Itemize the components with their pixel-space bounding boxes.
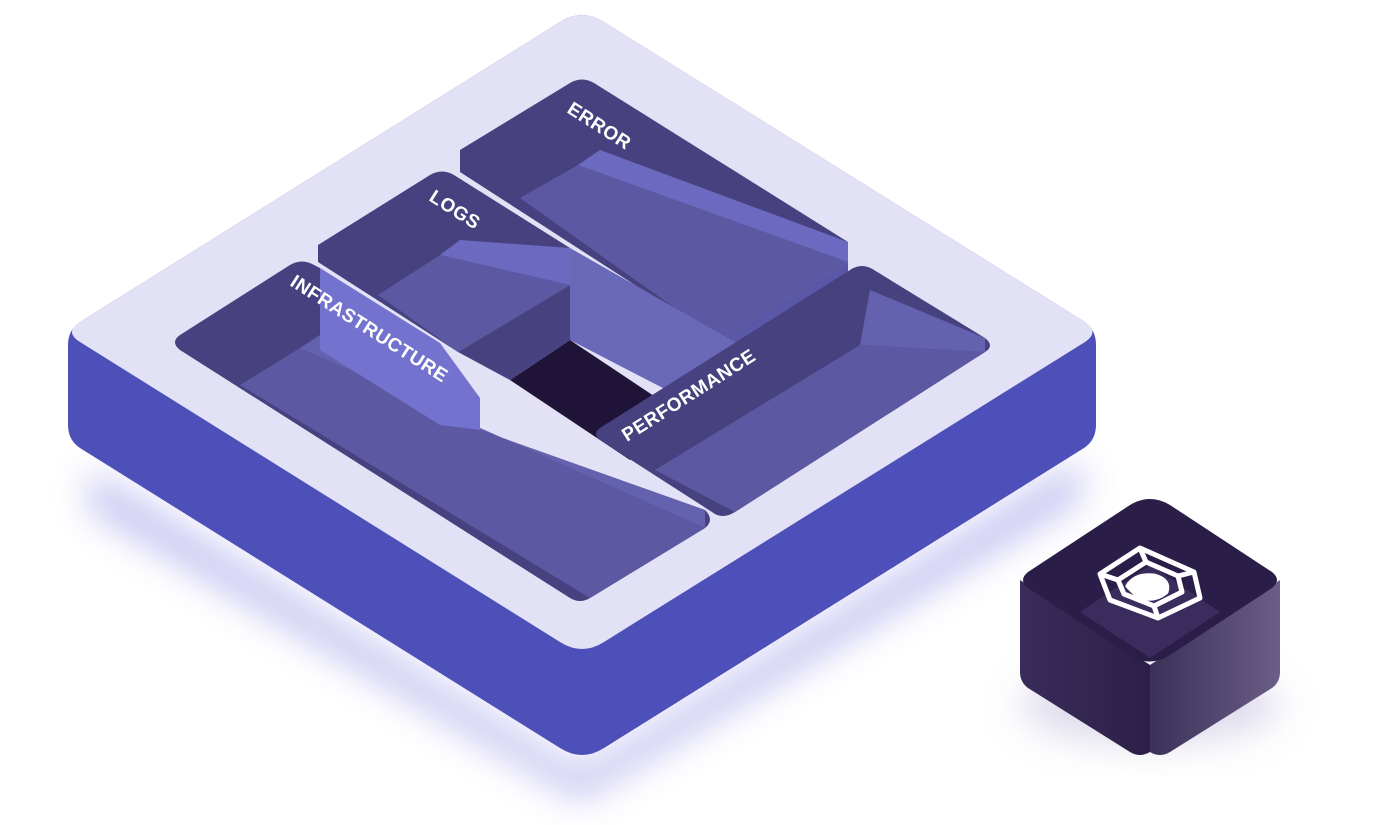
divider-block	[570, 248, 740, 402]
compartment-infrastructure	[175, 261, 710, 601]
cube-right-face	[1150, 580, 1280, 755]
tray: ERROR LOGS INFRASTRUCTURE PERFORMANCE	[68, 15, 1096, 800]
cube-target-icon	[1097, 545, 1203, 621]
cube-block	[1020, 499, 1280, 755]
cube-left-face	[1020, 580, 1150, 755]
compartment-error	[460, 79, 848, 358]
compartment-logs	[318, 171, 570, 352]
compartment-performance	[596, 266, 990, 516]
